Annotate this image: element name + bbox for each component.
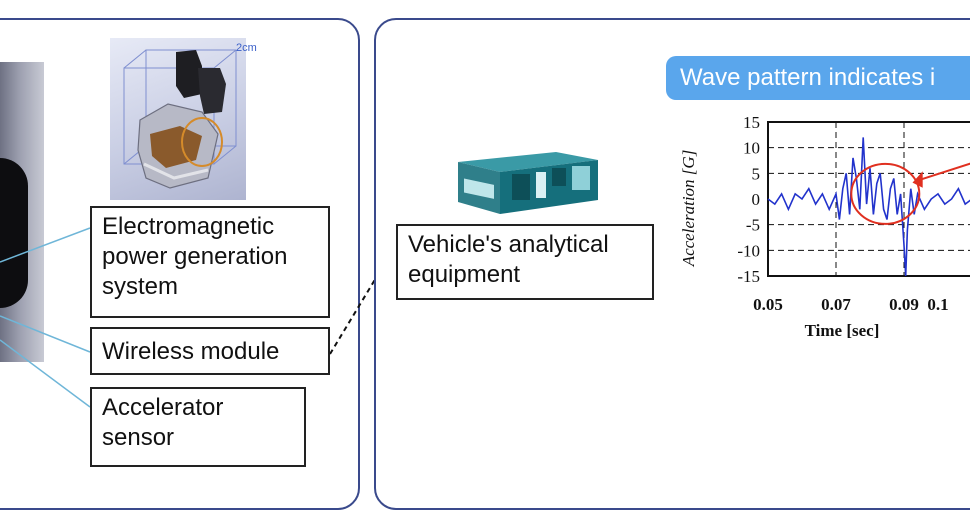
wave-pattern-callout: Wave pattern indicates i <box>666 56 970 100</box>
chart-highlight-arrow <box>915 162 970 182</box>
leader-line-accel <box>0 339 91 408</box>
acceleration-chart: 15 10 5 0 -5 -10 -15 0.05 0.07 0.09 0.1 Time [sec… <box>679 113 970 340</box>
power-label-line-1: Electromagnetic <box>102 213 275 240</box>
chart-y-tick-label: -15 <box>737 267 760 286</box>
wireless-module-label: Wireless module <box>90 327 330 375</box>
chart-y-tick-label: 5 <box>752 164 761 183</box>
chart-y-tick-label: 0 <box>752 190 761 209</box>
module-render-image <box>110 38 246 200</box>
analytical-equipment-icon <box>458 152 598 214</box>
leader-line-wireless <box>0 315 91 353</box>
chart-y-axis-label: Acceleration [G] <box>679 150 698 268</box>
chart-y-tick-label: -10 <box>737 241 760 260</box>
accel-label-line-2: sensor <box>102 424 175 451</box>
chart-x-tick-label: 0.09 <box>889 295 919 314</box>
leader-line-power <box>0 227 91 263</box>
vehicle-label-line-1: Vehicle's analytical <box>408 231 609 258</box>
chart-x-tick-label: 0.1 <box>927 295 948 314</box>
chart-highlight-circle <box>850 162 921 225</box>
tire-image <box>0 62 44 362</box>
power-generation-label: Electromagnetic power generation system <box>90 206 330 318</box>
chart-x-tick-label: 0.07 <box>821 295 851 314</box>
dimension-label: 2cm <box>236 42 257 54</box>
vehicle-equipment-label: Vehicle's analytical equipment <box>396 224 654 300</box>
vehicle-label-line-2: equipment <box>408 261 521 288</box>
module-render-drawing <box>123 49 237 189</box>
accel-label-line-1: Accelerator <box>102 394 224 421</box>
power-label-line-2: power generation <box>102 243 288 270</box>
chart-y-tick-label: 15 <box>743 113 760 132</box>
tire-tread <box>0 158 28 308</box>
chart-series-line <box>767 137 970 277</box>
power-label-line-3: system <box>102 273 179 300</box>
chart-x-axis-label: Time [sec] <box>805 321 880 340</box>
chart-plot-area <box>767 121 970 277</box>
chart-y-tick-label: 10 <box>743 139 760 158</box>
chart-x-tick-label: 0.05 <box>753 295 783 314</box>
accelerator-sensor-label: Accelerator sensor <box>90 387 306 467</box>
chart-highlight-arrowhead <box>912 171 923 188</box>
chart-y-tick-label: -5 <box>746 216 760 235</box>
